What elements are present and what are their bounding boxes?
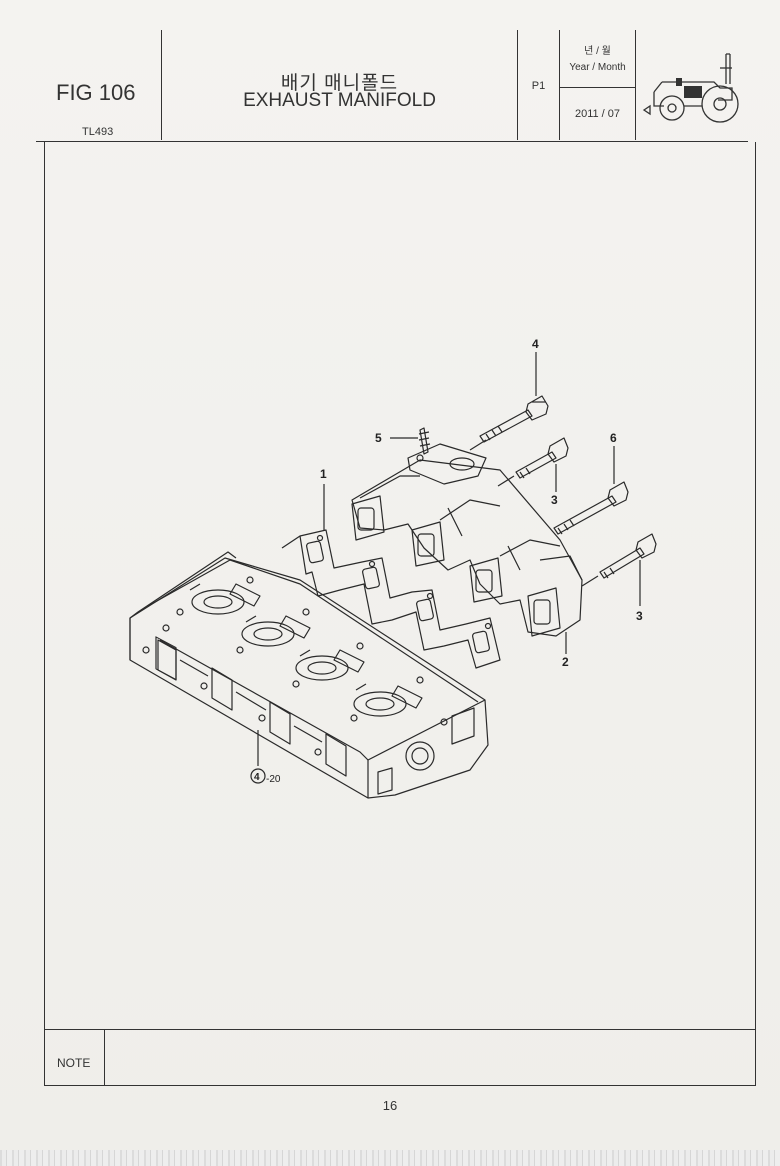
title-block: FIG 106 TL493 배기 매니폴드 EXHAUST MANIFOLD P… [36,30,748,142]
callout-1-gasket: 1 [320,467,327,481]
bolt-3b-drawing [581,533,657,606]
page-number: 16 [382,1098,398,1113]
model-code: TL493 [82,126,114,138]
exhaust-gasket-drawing [281,484,501,669]
callout-5-stud: 5 [375,431,382,445]
page-code: P1 [531,80,546,92]
cylinder-head-drawing [129,551,489,799]
date-cell: 년 / 월 Year / Month 2011 / 07 [560,30,636,140]
callout-3-bolt-lower: 3 [636,609,643,623]
figure-cell: FIG 106 TL493 [36,30,162,140]
bolt-6-drawing [553,446,629,535]
bolt-4-drawing [469,352,549,451]
callout-3-bolt-upper: 3 [551,493,558,507]
note-label-cell: NOTE [45,1030,105,1085]
page-code-cell: P1 [518,30,560,140]
callout-4-reference-suffix: -20 [266,774,281,785]
tractor-icon [642,53,739,123]
callout-6-bolt: 6 [610,431,617,445]
logo-cell [636,30,746,140]
date-label-english: Year / Month [569,62,626,73]
figure-number: FIG 106 [56,80,136,105]
note-row: NOTE [44,1030,756,1086]
callout-2-manifold: 2 [562,655,569,669]
stud-drawing [390,427,431,455]
callout-4-bolt: 4 [532,337,539,351]
date-value: 2011 / 07 [574,108,621,120]
title-korean: 배기 매니폴드 [280,73,399,94]
date-label-box: 년 / 월 Year / Month [560,30,635,88]
scan-edge-strip [0,1150,780,1166]
bolt-3a-drawing [497,437,569,492]
title-cell: 배기 매니폴드 EXHAUST MANIFOLD [162,30,518,140]
callout-4-reference: 4 [254,772,260,783]
drawing-area [44,142,756,1030]
title-english: EXHAUST MANIFOLD [243,90,436,111]
date-label-korean: 년 / 월 [584,46,611,57]
note-label: NOTE [57,1056,91,1070]
exhaust-manifold-drawing [351,443,583,654]
